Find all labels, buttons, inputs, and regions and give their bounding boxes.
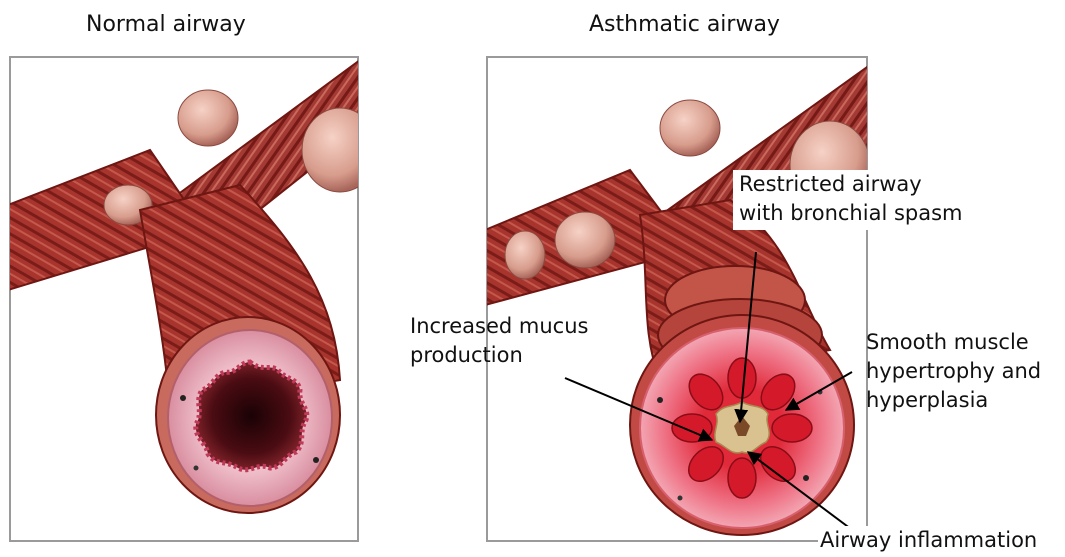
asthmatic-airway-figure	[485, 57, 870, 541]
lymph-node	[302, 108, 378, 192]
asthmatic-airway-title: Asthmatic airway	[589, 12, 780, 37]
label-smooth-muscle: Smooth muscle hypertrophy and hyperplasi…	[866, 328, 1041, 415]
label-line: with bronchial spasm	[739, 199, 963, 228]
label-increased-mucus: Increased mucus production	[410, 312, 588, 370]
lymph-node	[505, 231, 545, 279]
label-line: Airway inflammation	[820, 526, 1037, 555]
label-line: production	[410, 341, 588, 370]
label-airway-inflammation: Airway inflammation	[818, 526, 1039, 555]
label-line: Increased mucus	[410, 312, 588, 341]
label-line: hyperplasia	[866, 386, 1041, 415]
label-restricted-airway: Restricted airway with bronchial spasm	[733, 170, 969, 230]
label-line: Restricted airway	[739, 170, 963, 199]
label-line: hypertrophy and	[866, 357, 1041, 386]
normal-airway-title: Normal airway	[86, 12, 246, 37]
lymph-node	[660, 100, 720, 156]
label-line: Smooth muscle	[866, 328, 1041, 357]
normal-airway-figure	[8, 57, 378, 541]
lymph-node	[555, 212, 615, 268]
lymph-node	[178, 90, 238, 146]
